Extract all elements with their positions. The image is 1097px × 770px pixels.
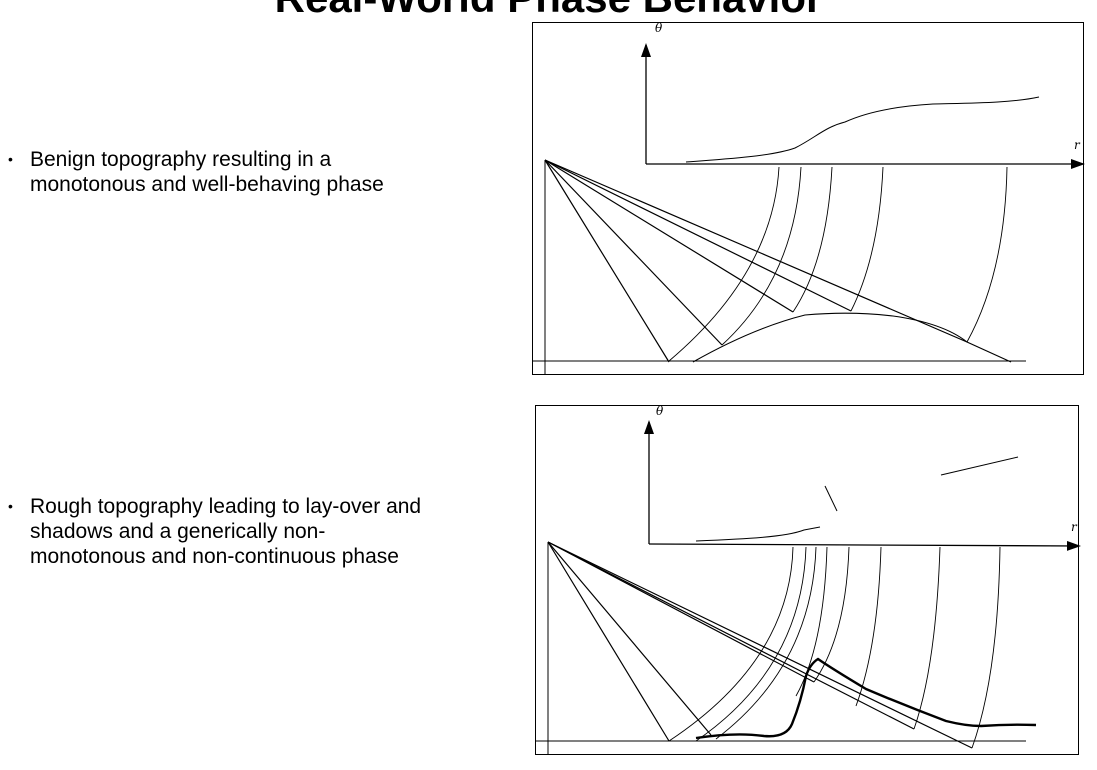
ray xyxy=(544,159,670,363)
range-arc xyxy=(855,546,882,707)
range-arc xyxy=(913,546,941,730)
bullet-text: Rough topography leading to lay-over and… xyxy=(30,495,422,568)
bullet-marker: • xyxy=(8,498,13,514)
range-arc xyxy=(795,546,828,697)
ray xyxy=(544,159,723,346)
phase-segment xyxy=(824,485,838,512)
range-arc xyxy=(792,166,833,313)
range-arc xyxy=(971,546,1001,749)
ray xyxy=(547,541,973,749)
rough-terrain-profile xyxy=(695,657,1037,740)
terrain-profile xyxy=(692,312,1012,363)
ray xyxy=(547,541,670,742)
ray xyxy=(547,541,815,683)
ray xyxy=(544,159,794,313)
rough-diagram-svg: θ r xyxy=(536,404,1081,755)
ray xyxy=(547,541,915,730)
range-axis-label: r xyxy=(1074,138,1081,152)
benign-diagram-svg: θ r xyxy=(533,21,1085,375)
phase-curve xyxy=(685,96,1040,163)
range-arc xyxy=(850,166,884,312)
ray xyxy=(547,541,712,736)
ray xyxy=(544,159,852,312)
range-axis-label: r xyxy=(1071,520,1078,534)
bullet-marker: • xyxy=(8,151,13,167)
slide-title: Real-World Phase Behavior xyxy=(0,0,1097,22)
range-axis xyxy=(648,540,1081,551)
bullet-rough-topography: • Rough topography leading to lay-over a… xyxy=(8,494,538,584)
phase-segment xyxy=(695,526,821,542)
benign-topography-diagram: θ r xyxy=(532,21,1085,375)
range-arc xyxy=(813,546,850,683)
range-arc xyxy=(715,546,817,740)
bullet-text: Benign topography resulting in a monoton… xyxy=(30,148,384,196)
rough-topography-diagram: θ r xyxy=(535,404,1081,755)
range-arc xyxy=(668,546,794,742)
range-arc xyxy=(668,166,780,362)
ray xyxy=(544,159,968,343)
phase-axis-label: θ xyxy=(655,21,663,35)
range-arc xyxy=(966,166,1008,343)
bullet-benign-topography: • Benign topography resulting in a monot… xyxy=(8,147,528,207)
phase-axis-label: θ xyxy=(656,404,664,418)
phase-segment xyxy=(940,456,1019,476)
range-arc xyxy=(721,166,802,346)
range-arc xyxy=(695,546,807,742)
